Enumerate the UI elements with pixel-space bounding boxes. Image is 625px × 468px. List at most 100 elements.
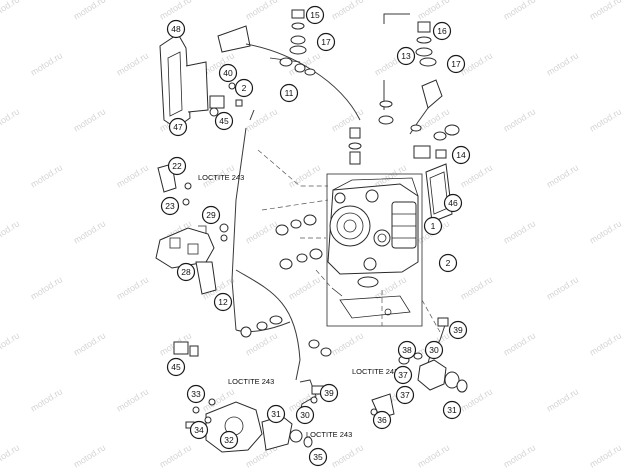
callout[interactable]: 30 [424,340,444,360]
svg-text:45: 45 [171,362,181,372]
svg-text:15: 15 [310,10,320,20]
watermark-text: motod.ru [158,0,193,22]
watermark-text: motod.ru [287,162,322,189]
watermark-text: motod.ru [502,218,537,245]
svg-text:37: 37 [398,370,408,380]
watermark-text: motod.ru [72,330,107,357]
callout[interactable]: 40 [218,63,238,83]
svg-text:31: 31 [447,405,457,415]
callout[interactable]: 23 [160,196,180,216]
callout[interactable]: 39 [448,320,468,340]
svg-text:22: 22 [172,161,182,171]
watermark-text: motod.ru [72,106,107,133]
callout[interactable]: 11 [279,83,299,103]
callout[interactable]: 46 [443,193,463,213]
callout[interactable]: 14 [451,145,471,165]
callout[interactable]: 16 [432,21,452,41]
svg-text:14: 14 [456,150,466,160]
svg-text:17: 17 [321,37,331,47]
svg-text:30: 30 [429,345,439,355]
loctite-label: LOCTITE 243 [306,430,352,439]
svg-text:34: 34 [194,425,204,435]
svg-text:1: 1 [431,221,436,231]
callout[interactable]: 37 [395,385,415,405]
watermark-text: motod.ru [588,218,623,245]
callout[interactable]: 34 [189,420,209,440]
loctite-label: LOCTITE 243 [352,367,398,376]
watermark-text: motod.ru [545,162,580,189]
svg-text:32: 32 [224,435,234,445]
callout[interactable]: 35 [308,447,328,467]
svg-text:11: 11 [285,88,294,98]
svg-text:28: 28 [181,267,191,277]
sensor-assembly [409,79,443,135]
callout[interactable]: 29 [201,205,221,225]
clip-parts [173,341,318,404]
watermark-text: motod.ru [0,218,21,245]
callout[interactable]: 15 [305,5,325,25]
callout[interactable]: 48 [166,19,186,39]
svg-text:35: 35 [313,452,323,462]
watermark-text: motod.ru [545,386,580,413]
watermark-text: motod.ru [244,106,279,133]
watermark-text: motod.ru [588,106,623,133]
callout[interactable]: 45 [214,111,234,131]
svg-text:46: 46 [448,198,458,208]
callout[interactable]: 30 [295,405,315,425]
callout[interactable]: 1 [423,216,443,236]
watermark-text: motod.ru [29,50,64,77]
callout[interactable]: 31 [442,400,462,420]
abs-unit-assembly [326,173,423,327]
watermark-text: motod.ru [244,0,279,22]
watermark-text: motod.ru [158,442,193,468]
callout[interactable]: 22 [167,156,187,176]
callout[interactable]: 31 [266,404,286,424]
callout[interactable]: 17 [446,54,466,74]
callout[interactable]: 2 [438,253,458,273]
control-module [425,163,453,223]
callout[interactable]: 17 [316,32,336,52]
watermark-text: motod.ru [244,218,279,245]
watermark-text: motod.ru [545,274,580,301]
svg-text:31: 31 [271,409,281,419]
callout[interactable]: 37 [393,365,413,385]
svg-text:39: 39 [324,388,334,398]
callout[interactable]: 39 [319,383,339,403]
callout[interactable]: 32 [219,430,239,450]
watermark-text: motod.ru [115,386,150,413]
watermark-text: motod.ru [416,0,451,22]
svg-text:29: 29 [206,210,216,220]
left-caliper-area [155,163,229,295]
loctite-labels: LOCTITE 243 LOCTITE 243 LOCTITE 243 LOCT… [198,173,398,439]
watermark-text: motod.ru [330,442,365,468]
callout[interactable]: 2 [234,78,254,98]
watermark-text: motod.ru [287,274,322,301]
watermark-text: motod.ru [502,0,537,22]
loctite-label: LOCTITE 243 [228,377,274,386]
watermark-text: motod.ru [0,442,21,468]
svg-text:17: 17 [451,59,461,69]
watermark-text: motod.ru [588,330,623,357]
watermark-text: motod.ru [330,0,365,22]
callout[interactable]: 12 [213,292,233,312]
watermark-text: motod.ru [588,442,623,468]
callout[interactable]: 33 [186,384,206,404]
watermark-text: motod.ru [29,162,64,189]
bracket-assembly [159,25,251,129]
callout[interactable]: 38 [397,340,417,360]
svg-text:48: 48 [171,24,181,34]
watermark-text: motod.ru [72,0,107,22]
watermark-text: motod.ru [459,162,494,189]
callout[interactable]: 45 [166,357,186,377]
callout[interactable]: 28 [176,262,196,282]
watermark-text: motod.ru [0,106,21,133]
callout[interactable]: 47 [168,117,188,137]
callout[interactable]: 36 [372,410,392,430]
watermark-text: motod.ru [502,330,537,357]
watermark-text: motod.ru [115,162,150,189]
fitting-14 [413,124,460,159]
callout[interactable]: 13 [396,46,416,66]
rear-line-assembly [370,317,468,419]
guide-lines [257,149,441,333]
